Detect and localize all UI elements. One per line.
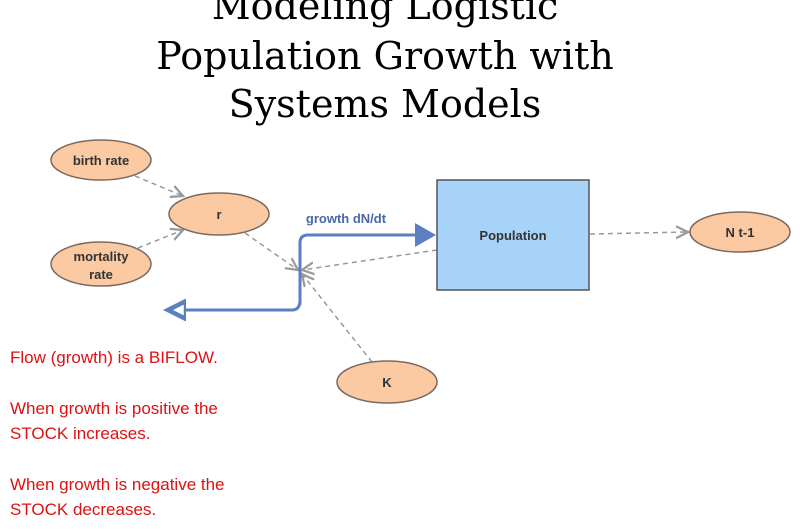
label-mortality-2: rate xyxy=(89,267,113,282)
node-r[interactable] xyxy=(168,192,270,236)
node-k[interactable] xyxy=(336,360,438,404)
note-5: STOCK decreases. xyxy=(10,500,157,519)
stock-population[interactable] xyxy=(436,179,590,291)
note-2: When growth is positive the xyxy=(10,399,218,418)
node-n-t-1[interactable] xyxy=(689,211,791,253)
label-mortality-1: mortality xyxy=(74,249,130,264)
label-growth: growth dN/dt xyxy=(306,211,387,226)
label-population: Population xyxy=(479,228,546,243)
link-pop-to-nt1 xyxy=(589,232,688,234)
label-n-t-1: N t-1 xyxy=(726,225,755,240)
label-r: r xyxy=(216,207,221,222)
note-3: STOCK increases. xyxy=(10,424,151,443)
label-birth-rate: birth rate xyxy=(73,153,129,168)
title-line-3: Systems Models xyxy=(228,82,542,126)
node-mortality-rate[interactable] xyxy=(50,241,152,287)
note-1: Flow (growth) is a BIFLOW. xyxy=(10,348,218,367)
note-4: When growth is negative the xyxy=(10,475,225,494)
biflow-growth[interactable] xyxy=(298,223,436,305)
node-birth-rate[interactable] xyxy=(50,139,152,181)
link-pop-to-flow xyxy=(302,249,438,270)
link-birth-to-r xyxy=(134,175,183,196)
link-k-to-flow xyxy=(302,274,373,363)
link-mortality-to-r xyxy=(137,230,183,249)
title-line-1: Modeling Logistic xyxy=(211,0,559,28)
title-line-2: Population Growth with xyxy=(156,34,614,78)
label-k: K xyxy=(382,375,392,390)
biflow-outflow[interactable] xyxy=(168,300,302,310)
link-r-to-flow xyxy=(244,232,298,270)
